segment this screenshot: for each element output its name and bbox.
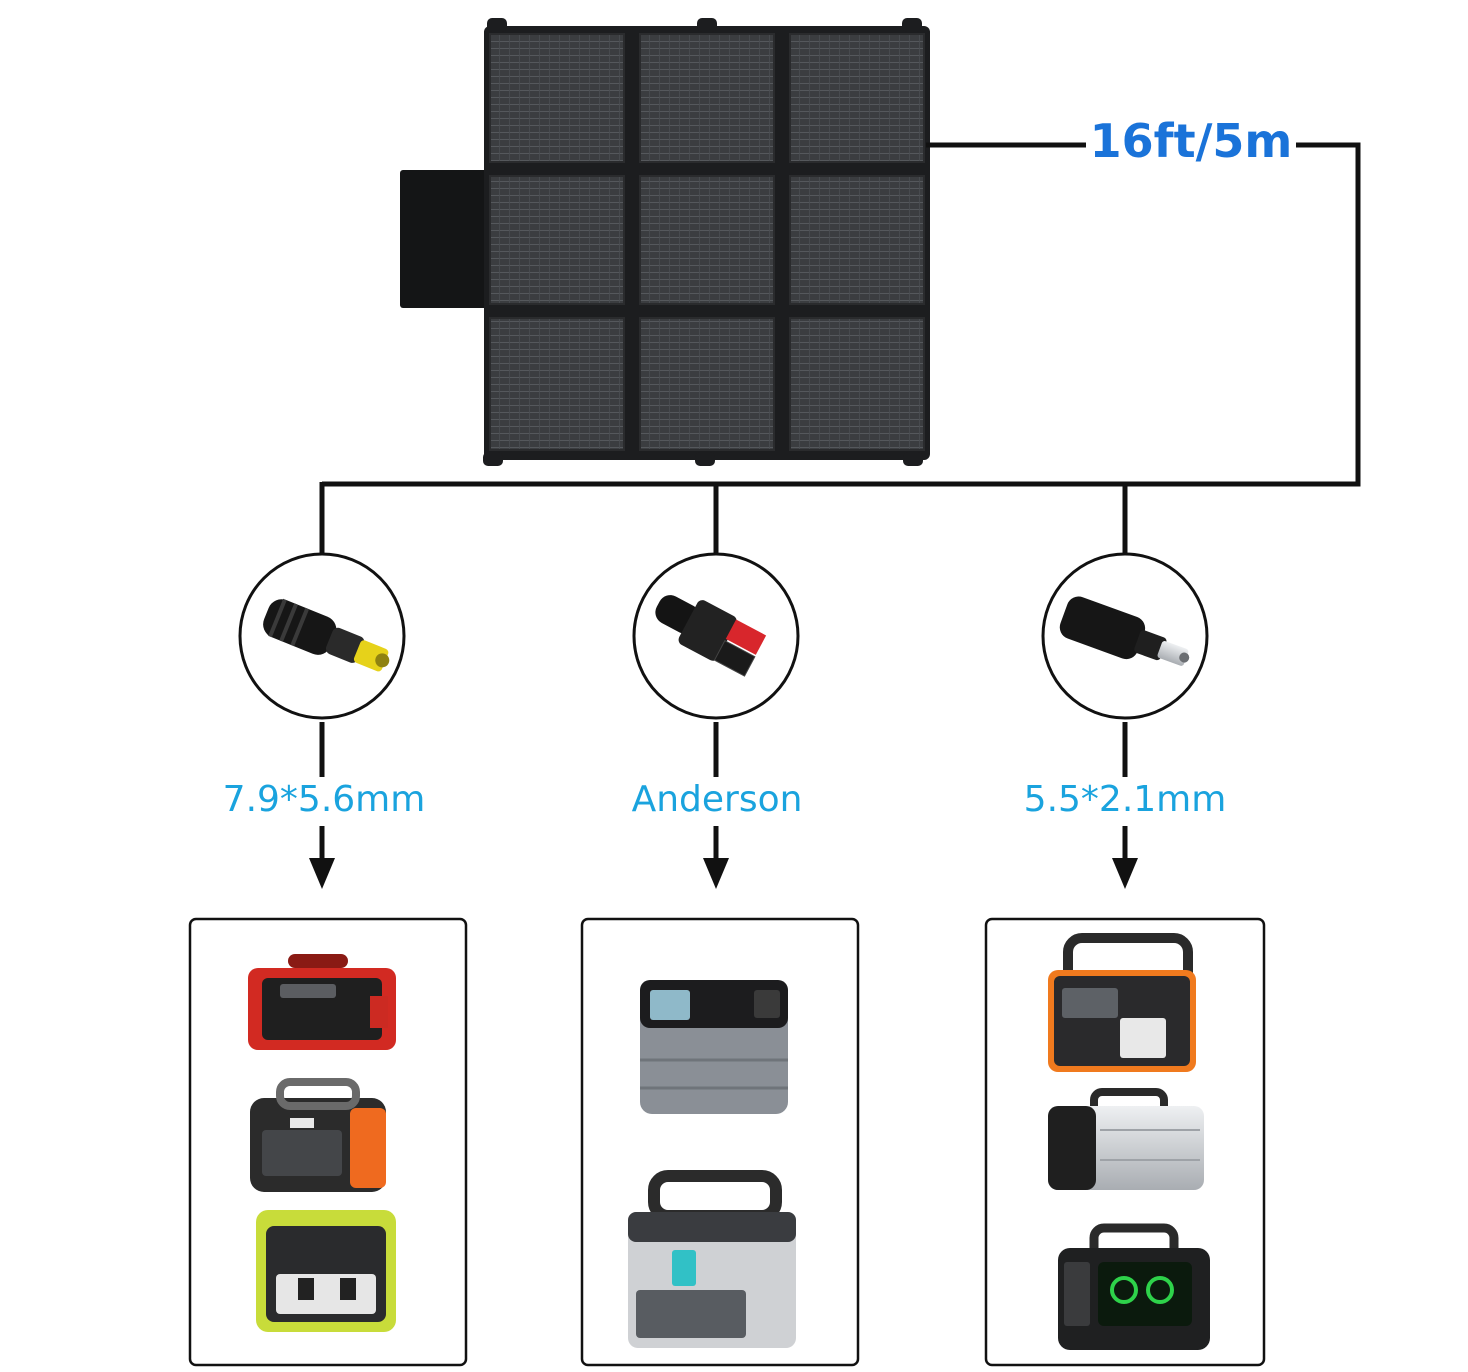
device-box-2 [580, 917, 860, 1367]
panel-mounting-tabs [483, 18, 923, 466]
connector-circle-3 [1041, 552, 1209, 720]
connector-circle-2 [632, 552, 800, 720]
power-station-green-display-icon [1058, 1223, 1210, 1350]
power-station-silver-icon [640, 980, 788, 1114]
panel-cells [489, 33, 925, 451]
power-station-yellow-icon [256, 1210, 396, 1332]
connector-label-5.5mm: 5.5*2.1mm [1023, 779, 1227, 820]
power-station-grey-handle-icon [628, 1170, 796, 1348]
connector-label-7.9mm: 7.9*5.6mm [222, 779, 426, 820]
device-box-3 [984, 917, 1266, 1367]
arrow-heads [309, 858, 1138, 889]
foldable-solar-panel-icon [400, 18, 930, 466]
power-station-orange-icon [250, 1078, 386, 1192]
dc-barrel-plug-7.9mm-icon [263, 598, 390, 672]
power-station-aluminum-icon [1048, 1088, 1204, 1190]
connector-circle-1 [238, 552, 406, 720]
dc-barrel-plug-5.5mm-icon [1059, 596, 1190, 666]
arrow-down-icon [1112, 858, 1138, 889]
connector-label-anderson: Anderson [631, 779, 803, 820]
cable-length-label: 16ft/5m [1086, 110, 1296, 172]
panel-side-pocket [400, 170, 492, 308]
anderson-connector-icon [655, 595, 767, 677]
power-station-red-icon [248, 954, 396, 1050]
arrow-down-icon [703, 858, 729, 889]
device-box-1 [188, 917, 468, 1367]
power-station-orange-trim-icon [1048, 933, 1196, 1072]
arrow-down-icon [309, 858, 335, 889]
